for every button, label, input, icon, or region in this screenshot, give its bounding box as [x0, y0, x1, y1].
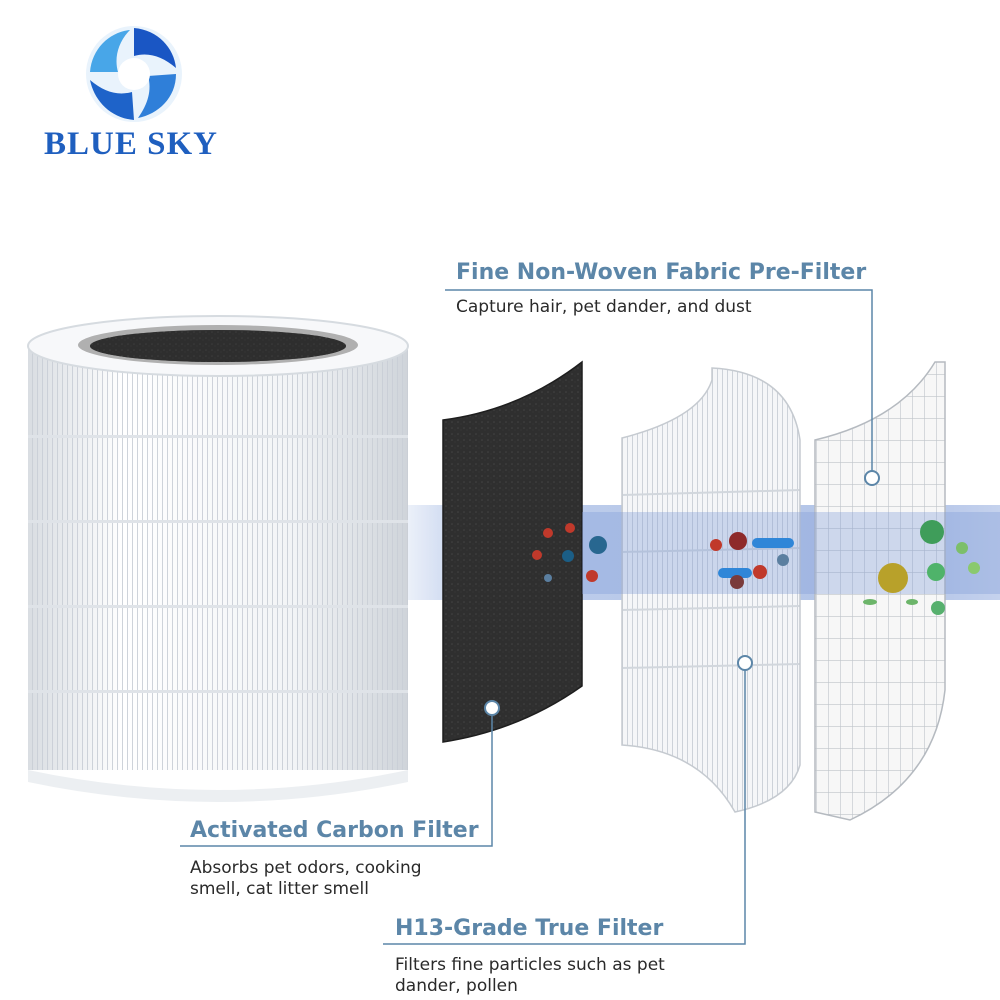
pre-filter-description: Capture hair, pet dander, and dust — [456, 297, 752, 317]
particles-cluster-2 — [710, 532, 794, 589]
callout-line-true-filter — [383, 663, 746, 945]
callout-dot-carbon — [484, 700, 500, 716]
callout-line-pre-filter — [445, 289, 873, 478]
blue-swirl-logo-icon — [86, 26, 182, 122]
callout-dot-pre-filter — [864, 470, 880, 486]
particles-cluster-3 — [863, 520, 980, 615]
callout-line-carbon — [180, 708, 493, 847]
carbon-filter-description-line: smell, cat litter smell — [190, 879, 369, 899]
carbon-filter-sheet — [442, 360, 583, 743]
true-filter-description-line: dander, pollen — [395, 976, 518, 996]
true-filter-description-line: Filters fine particles such as pet — [395, 955, 665, 975]
callout-dot-true-filter — [737, 655, 753, 671]
true-filter-description: Filters fine particles such as pet dande… — [395, 955, 665, 997]
particles-cluster-1 — [532, 523, 607, 582]
cylinder-filter-image — [27, 315, 409, 802]
carbon-filter-description-line: Absorbs pet odors, cooking — [190, 858, 422, 878]
brand-wordmark: BLUE SKY — [44, 126, 218, 162]
hepa-filter-panel — [621, 367, 801, 813]
carbon-filter-title: Activated Carbon Filter — [190, 818, 479, 843]
carbon-filter-description: Absorbs pet odors, cooking smell, cat li… — [190, 858, 422, 900]
true-filter-title: H13-Grade True Filter — [395, 916, 664, 941]
pre-filter-title: Fine Non-Woven Fabric Pre-Filter — [456, 260, 867, 285]
